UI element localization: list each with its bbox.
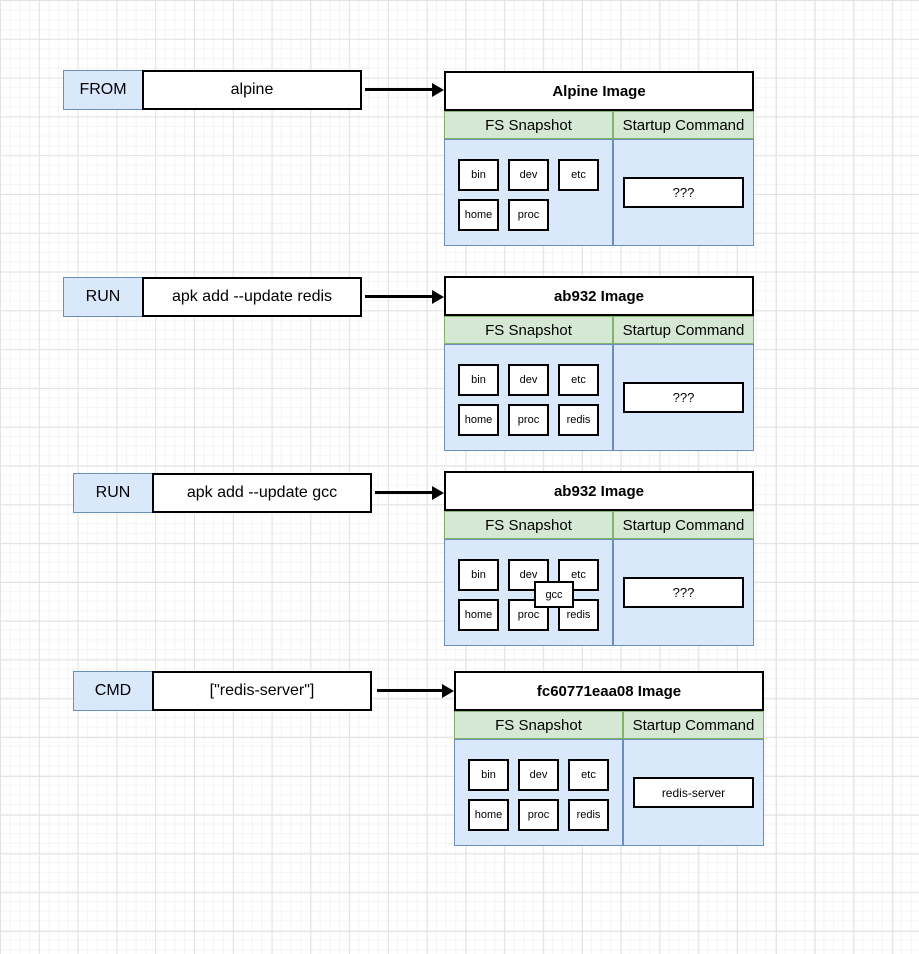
fs-dir-box-bin[interactable]: bin [458, 559, 499, 591]
fs-snapshot-header[interactable]: FS Snapshot [444, 511, 613, 539]
fs-dir-box-home[interactable]: home [468, 799, 509, 831]
instruction-argument[interactable]: apk add --update redis [142, 277, 362, 317]
fs-snapshot-header[interactable]: FS Snapshot [444, 316, 613, 344]
flow-arrow[interactable] [377, 689, 443, 692]
image-title[interactable]: fc60771eaa08 Image [454, 671, 764, 711]
image-card-alpine[interactable]: Alpine Image FS Snapshot Startup Command… [444, 71, 754, 246]
instruction-label[interactable]: CMD [73, 671, 153, 711]
card-body-row: bin dev etc home proc redis ??? [444, 344, 754, 451]
fs-dir-box-dev[interactable]: dev [508, 364, 549, 396]
fs-dir-box-dev[interactable]: dev [518, 759, 559, 791]
fs-dir-box-bin[interactable]: bin [458, 159, 499, 191]
fs-snapshot-header[interactable]: FS Snapshot [444, 111, 613, 139]
card-header-row: FS Snapshot Startup Command [454, 711, 764, 739]
startup-command-box[interactable]: ??? [623, 382, 744, 413]
startup-command-cell[interactable]: redis-server [623, 739, 764, 846]
flow-arrow[interactable] [375, 491, 433, 494]
instruction-argument[interactable]: ["redis-server"] [152, 671, 372, 711]
startup-command-cell[interactable]: ??? [613, 344, 754, 451]
image-title[interactable]: ab932 Image [444, 471, 754, 511]
fs-dir-box-dev[interactable]: dev [508, 159, 549, 191]
card-body-row: bin dev etc home proc redis redis-server [454, 739, 764, 846]
instruction-label[interactable]: RUN [63, 277, 143, 317]
fs-dir-box-redis[interactable]: redis [568, 799, 609, 831]
fs-dir-box-dev[interactable]: dev [508, 559, 549, 591]
fs-dir-box-gcc-overlay[interactable]: gcc [534, 581, 574, 608]
startup-command-box[interactable]: ??? [623, 577, 744, 608]
fs-snapshot-cell[interactable]: bin dev etc home proc redis [454, 739, 623, 846]
fs-dir-box-proc[interactable]: proc [508, 404, 549, 436]
fs-dir-box-proc[interactable]: proc [508, 199, 549, 231]
startup-command-cell[interactable]: ??? [613, 139, 754, 246]
card-header-row: FS Snapshot Startup Command [444, 111, 754, 139]
image-card-fc60771eaa08[interactable]: fc60771eaa08 Image FS Snapshot Startup C… [454, 671, 764, 846]
image-title[interactable]: Alpine Image [444, 71, 754, 111]
image-title[interactable]: ab932 Image [444, 276, 754, 316]
flow-arrow[interactable] [365, 295, 433, 298]
startup-command-header[interactable]: Startup Command [613, 316, 754, 344]
fs-snapshot-cell[interactable]: bin dev etc home proc [444, 139, 613, 246]
fs-dir-box-home[interactable]: home [458, 404, 499, 436]
instruction-argument[interactable]: apk add --update gcc [152, 473, 372, 513]
fs-dir-box-proc[interactable]: proc [508, 599, 549, 631]
image-card-ab932-gcc[interactable]: ab932 Image FS Snapshot Startup Command … [444, 471, 754, 646]
startup-command-cell[interactable]: ??? [613, 539, 754, 646]
fs-dir-box-home[interactable]: home [458, 599, 499, 631]
card-body-row: bin dev etc home proc redis gcc ??? [444, 539, 754, 646]
startup-command-header[interactable]: Startup Command [613, 111, 754, 139]
dockerfile-step-from: FROM alpine [63, 70, 362, 110]
fs-dir-box-home[interactable]: home [458, 199, 499, 231]
fs-dir-box-etc[interactable]: etc [558, 159, 599, 191]
fs-snapshot-cell[interactable]: bin dev etc home proc redis gcc [444, 539, 613, 646]
fs-snapshot-cell[interactable]: bin dev etc home proc redis [444, 344, 613, 451]
dockerfile-step-cmd: CMD ["redis-server"] [73, 671, 372, 711]
fs-dir-box-bin[interactable]: bin [468, 759, 509, 791]
card-body-row: bin dev etc home proc ??? [444, 139, 754, 246]
startup-command-box[interactable]: redis-server [633, 777, 754, 808]
dockerfile-step-run-gcc: RUN apk add --update gcc [73, 473, 372, 513]
fs-dir-box-bin[interactable]: bin [458, 364, 499, 396]
instruction-argument[interactable]: alpine [142, 70, 362, 110]
card-header-row: FS Snapshot Startup Command [444, 316, 754, 344]
fs-dir-box-proc[interactable]: proc [518, 799, 559, 831]
fs-snapshot-header[interactable]: FS Snapshot [454, 711, 623, 739]
fs-dir-box-redis[interactable]: redis [558, 404, 599, 436]
card-header-row: FS Snapshot Startup Command [444, 511, 754, 539]
dockerfile-step-run-redis: RUN apk add --update redis [63, 277, 362, 317]
instruction-label[interactable]: RUN [73, 473, 153, 513]
instruction-label[interactable]: FROM [63, 70, 143, 110]
startup-command-header[interactable]: Startup Command [623, 711, 764, 739]
startup-command-header[interactable]: Startup Command [613, 511, 754, 539]
image-card-ab932-redis[interactable]: ab932 Image FS Snapshot Startup Command … [444, 276, 754, 451]
fs-dir-box-etc[interactable]: etc [558, 364, 599, 396]
fs-dir-box-etc[interactable]: etc [568, 759, 609, 791]
flow-arrow[interactable] [365, 88, 433, 91]
startup-command-box[interactable]: ??? [623, 177, 744, 208]
